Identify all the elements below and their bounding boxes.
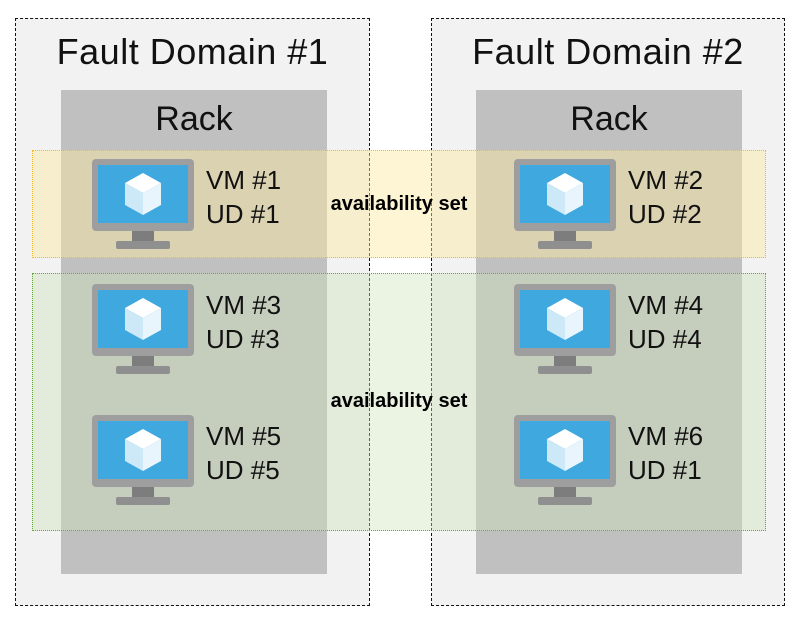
vm-4-name: VM #4: [628, 290, 704, 320]
vm-2-name: VM #2: [628, 165, 704, 195]
vm-2-update-domain: UD #2: [628, 199, 702, 229]
rack-1-label: Rack: [155, 100, 233, 138]
vm-4: VM #4 UD #4: [514, 284, 774, 374]
virtual-machine-monitor-icon: [514, 159, 616, 249]
vm-1-name: VM #1: [206, 165, 282, 195]
vm-2: VM #2 UD #2: [514, 159, 774, 249]
vm-1: VM #1 UD #1: [92, 159, 352, 249]
vm-5-update-domain: UD #5: [206, 455, 280, 485]
vm-6-name: VM #6: [628, 421, 704, 451]
availability-set-2-label: availability set: [330, 390, 468, 412]
vm-5-name: VM #5: [206, 421, 282, 451]
virtual-machine-monitor-icon: [92, 284, 194, 374]
fault-domain-2-title: Fault Domain #2: [472, 31, 744, 72]
virtual-machine-monitor-icon: [92, 159, 194, 249]
virtual-machine-monitor-icon: [514, 284, 616, 374]
vm-6: VM #6 UD #1: [514, 415, 774, 505]
virtual-machine-monitor-icon: [92, 415, 194, 505]
vm-3-name: VM #3: [206, 290, 282, 320]
availability-set-1-label: availability set: [330, 193, 468, 215]
fault-domain-1-title: Fault Domain #1: [56, 31, 329, 72]
virtual-machine-monitor-icon: [514, 415, 616, 505]
vm-4-update-domain: UD #4: [628, 324, 702, 354]
vm-3: VM #3 UD #3: [92, 284, 352, 374]
vm-3-update-domain: UD #3: [206, 324, 280, 354]
vm-5: VM #5 UD #5: [92, 415, 352, 505]
rack-2-label: Rack: [570, 100, 648, 138]
vm-6-update-domain: UD #1: [628, 455, 702, 485]
vm-1-update-domain: UD #1: [206, 199, 280, 229]
